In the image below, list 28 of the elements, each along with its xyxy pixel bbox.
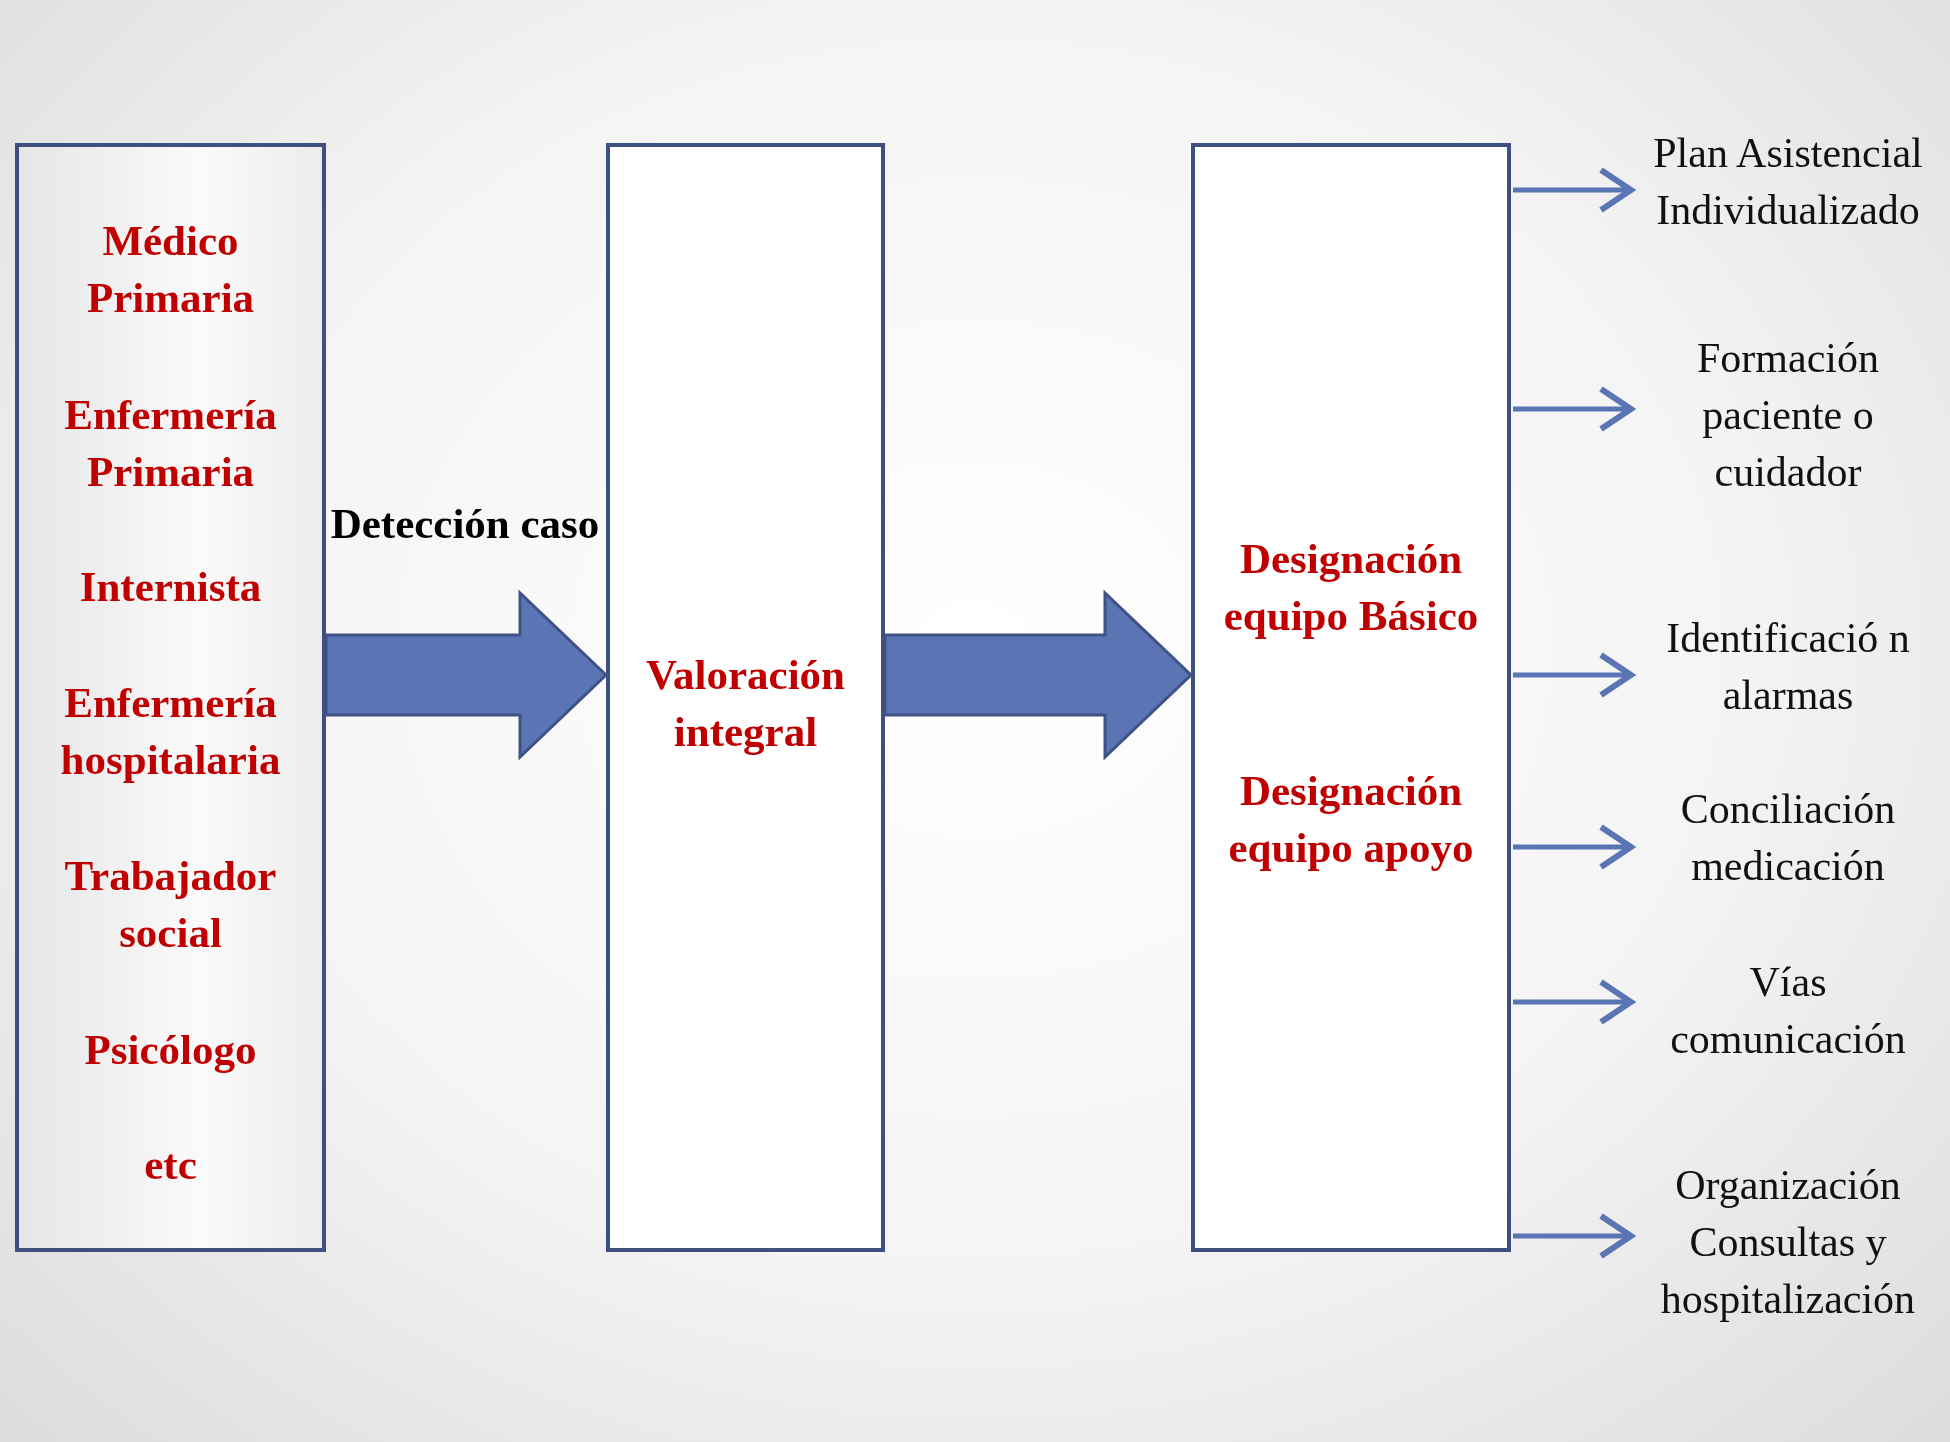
- arrow: [1513, 167, 1634, 213]
- box-text: Designación equipo Básico: [1222, 534, 1480, 641]
- box-text: Psicólogo: [83, 1024, 258, 1075]
- block-arrow: [883, 589, 1194, 761]
- outcome-text: Vías comunicación: [1633, 954, 1943, 1068]
- box-text: Designación equipo apoyo: [1227, 766, 1475, 873]
- outcome-text: Formación paciente o cuidador: [1633, 330, 1943, 501]
- box-text: etc: [143, 1139, 198, 1190]
- process-box: [15, 143, 326, 1252]
- box-text: Valoración integral: [644, 650, 847, 757]
- outcome-text: Organización Consultas y hospitalización: [1633, 1157, 1943, 1328]
- arrow: [1513, 386, 1634, 432]
- block-arrow: [324, 589, 609, 761]
- arrow: [1513, 824, 1634, 870]
- box-text: Médico Primaria: [85, 216, 256, 323]
- process-box: [606, 143, 885, 1252]
- outcome-text: Conciliación medicación: [1633, 781, 1943, 895]
- box-text: Enfermería Primaria: [63, 390, 278, 497]
- outcome-text: Plan Asistencial Individualizado: [1633, 125, 1943, 239]
- box-text: Internista: [78, 561, 263, 612]
- edge-label: Detección caso: [330, 499, 600, 549]
- arrow: [1513, 652, 1634, 698]
- box-text: Trabajador social: [63, 851, 278, 958]
- outcome-text: Identificació n alarmas: [1633, 610, 1943, 724]
- arrow: [1513, 979, 1634, 1025]
- process-box: [1191, 143, 1511, 1252]
- box-text: Enfermería hospitalaria: [59, 678, 282, 785]
- arrow: [1513, 1213, 1634, 1259]
